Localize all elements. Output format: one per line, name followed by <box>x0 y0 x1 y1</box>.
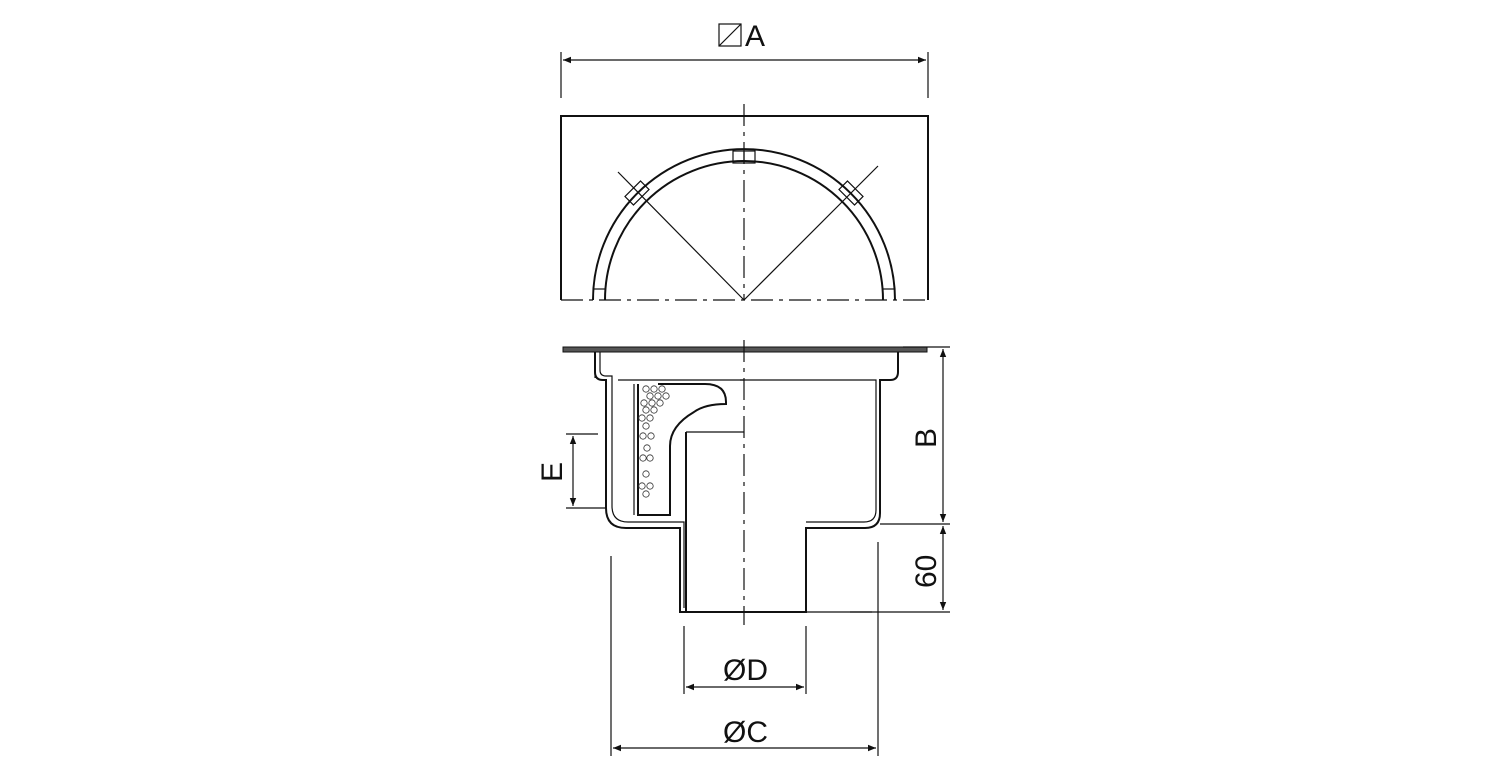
section-view: B 60 E ØD ØC <box>536 340 950 756</box>
dimension-b: B <box>880 346 950 525</box>
dimension-e: E <box>536 433 606 509</box>
flange <box>562 346 928 378</box>
body-outer <box>594 352 899 613</box>
body-inner <box>599 352 877 608</box>
dimension-c: ØC <box>610 542 879 756</box>
dimension-e-label: E <box>536 462 569 482</box>
top-view: A <box>560 20 929 301</box>
dimension-b-label: B <box>910 428 943 448</box>
perforated-filter <box>638 385 670 498</box>
diagonal-left <box>617 171 745 301</box>
dimension-a: A <box>560 20 929 98</box>
dimension-d: ØD <box>683 626 807 694</box>
diagonal-right <box>743 165 879 301</box>
support-ring <box>592 148 896 301</box>
dimension-a-label: A <box>745 20 765 53</box>
dimension-c-label: ØC <box>723 716 768 749</box>
dimension-60-label: 60 <box>910 555 943 588</box>
bend-pipe <box>637 383 727 516</box>
square-slash-icon <box>718 23 742 47</box>
dimension-d-label: ØD <box>723 654 768 687</box>
